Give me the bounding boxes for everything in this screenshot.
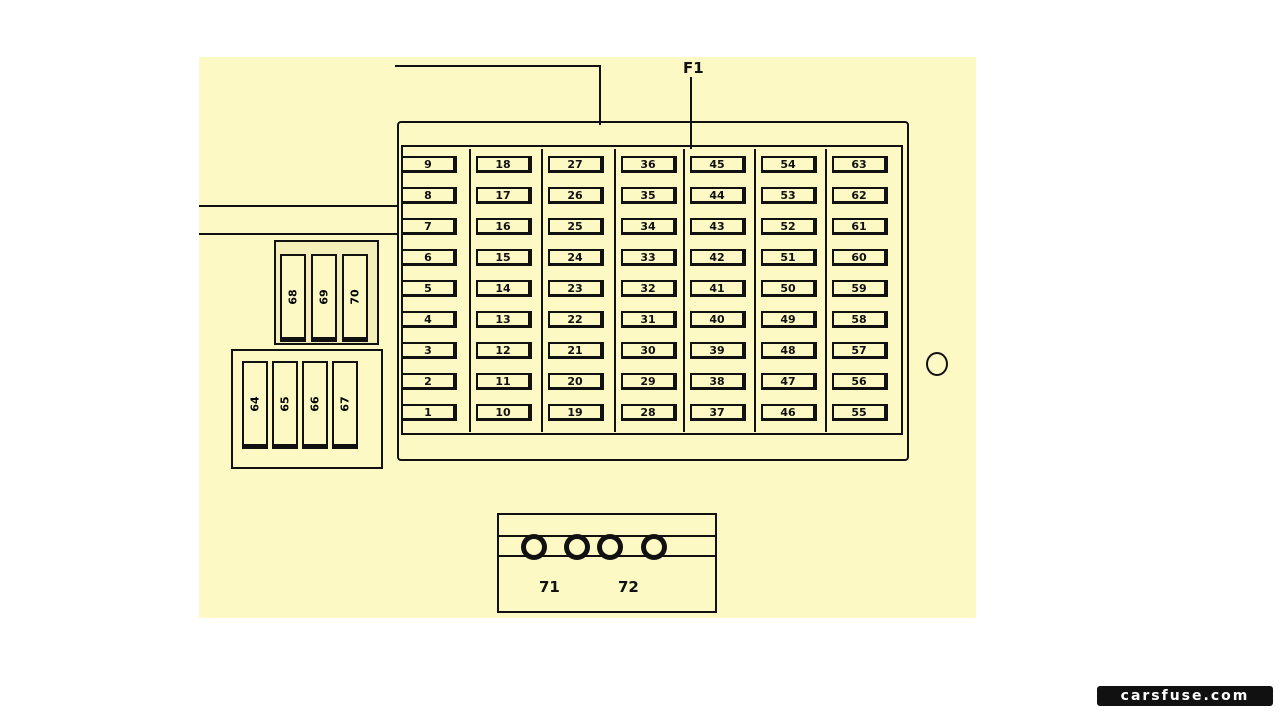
- fuse-39: 39: [690, 342, 746, 359]
- fuse-36: 36: [621, 156, 677, 173]
- fuse-30: 30: [621, 342, 677, 359]
- mounting-hole: [926, 352, 948, 376]
- fuse-26: 26: [548, 187, 604, 204]
- fuse-13: 13: [476, 311, 532, 328]
- fuse-9: 9: [401, 156, 457, 173]
- fuse-19: 19: [548, 404, 604, 421]
- fuse-69: 69: [311, 254, 337, 342]
- terminal-nut-icon: [567, 537, 587, 557]
- fuse-33: 33: [621, 249, 677, 266]
- f1-pointer: [690, 77, 692, 149]
- fuse-55: 55: [832, 404, 888, 421]
- fuse-68: 68: [280, 254, 306, 342]
- fuse-44: 44: [690, 187, 746, 204]
- fuse-43: 43: [690, 218, 746, 235]
- left-panel-line: [199, 205, 397, 207]
- fuse-51: 51: [761, 249, 817, 266]
- column-divider: [614, 149, 616, 432]
- fuse-64: 64: [242, 361, 268, 449]
- fuse-66: 66: [302, 361, 328, 449]
- fuse-61: 61: [832, 218, 888, 235]
- fuse-16: 16: [476, 218, 532, 235]
- fuse-34: 34: [621, 218, 677, 235]
- fuse-54: 54: [761, 156, 817, 173]
- fuse-52: 52: [761, 218, 817, 235]
- left-panel-line-2: [199, 233, 397, 235]
- fuse-46: 46: [761, 404, 817, 421]
- fuse-29: 29: [621, 373, 677, 390]
- fuse-59: 59: [832, 280, 888, 297]
- fuse-42: 42: [690, 249, 746, 266]
- column-divider: [683, 149, 685, 432]
- fuse-8: 8: [401, 187, 457, 204]
- fuse-10: 10: [476, 404, 532, 421]
- fuse-50: 50: [761, 280, 817, 297]
- fuse-20: 20: [548, 373, 604, 390]
- fuse-37: 37: [690, 404, 746, 421]
- fuse-65: 65: [272, 361, 298, 449]
- fuse-7: 7: [401, 218, 457, 235]
- fuse-1: 1: [401, 404, 457, 421]
- upper-bracket: [395, 65, 601, 125]
- fuse-49: 49: [761, 311, 817, 328]
- column-divider: [754, 149, 756, 432]
- fuse-22: 22: [548, 311, 604, 328]
- fuse-57: 57: [832, 342, 888, 359]
- fuse-24: 24: [548, 249, 604, 266]
- fuse-18: 18: [476, 156, 532, 173]
- fuse-5: 5: [401, 280, 457, 297]
- fuse-31: 31: [621, 311, 677, 328]
- fuse-45: 45: [690, 156, 746, 173]
- column-divider: [825, 149, 827, 432]
- fuse-62: 62: [832, 187, 888, 204]
- fuse-53: 53: [761, 187, 817, 204]
- fuse-58: 58: [832, 311, 888, 328]
- fuse-40: 40: [690, 311, 746, 328]
- lower-relay-block: [231, 349, 383, 469]
- fuse-48: 48: [761, 342, 817, 359]
- fuse-4: 4: [401, 311, 457, 328]
- fuse-2: 2: [401, 373, 457, 390]
- fuse-67: 67: [332, 361, 358, 449]
- terminal-nut-icon: [644, 537, 664, 557]
- high-current-fuse-holder: [497, 513, 717, 613]
- fuse-60: 60: [832, 249, 888, 266]
- fuse-28: 28: [621, 404, 677, 421]
- terminal-nut-icon: [600, 537, 620, 557]
- fuse-25: 25: [548, 218, 604, 235]
- fuse-47: 47: [761, 373, 817, 390]
- fuse-27: 27: [548, 156, 604, 173]
- fuse-35: 35: [621, 187, 677, 204]
- watermark-logo: carsfuse.com: [1097, 686, 1273, 706]
- fuse-72-label: 72: [618, 578, 639, 596]
- fuse-32: 32: [621, 280, 677, 297]
- fuse-56: 56: [832, 373, 888, 390]
- fuse-23: 23: [548, 280, 604, 297]
- fuse-panel-housing: [397, 121, 909, 461]
- fuse-14: 14: [476, 280, 532, 297]
- fuse-71-label: 71: [539, 578, 560, 596]
- fuse-38: 38: [690, 373, 746, 390]
- column-divider: [541, 149, 543, 432]
- fuse-3: 3: [401, 342, 457, 359]
- fuse-63: 63: [832, 156, 888, 173]
- fuse-12: 12: [476, 342, 532, 359]
- terminal-nut-icon: [524, 537, 544, 557]
- fuse-11: 11: [476, 373, 532, 390]
- fuse-15: 15: [476, 249, 532, 266]
- fuse-21: 21: [548, 342, 604, 359]
- fuse-41: 41: [690, 280, 746, 297]
- fuse-70: 70: [342, 254, 368, 342]
- fuse-17: 17: [476, 187, 532, 204]
- fuse-6: 6: [401, 249, 457, 266]
- column-divider: [469, 149, 471, 432]
- f1-label: F1: [683, 59, 704, 77]
